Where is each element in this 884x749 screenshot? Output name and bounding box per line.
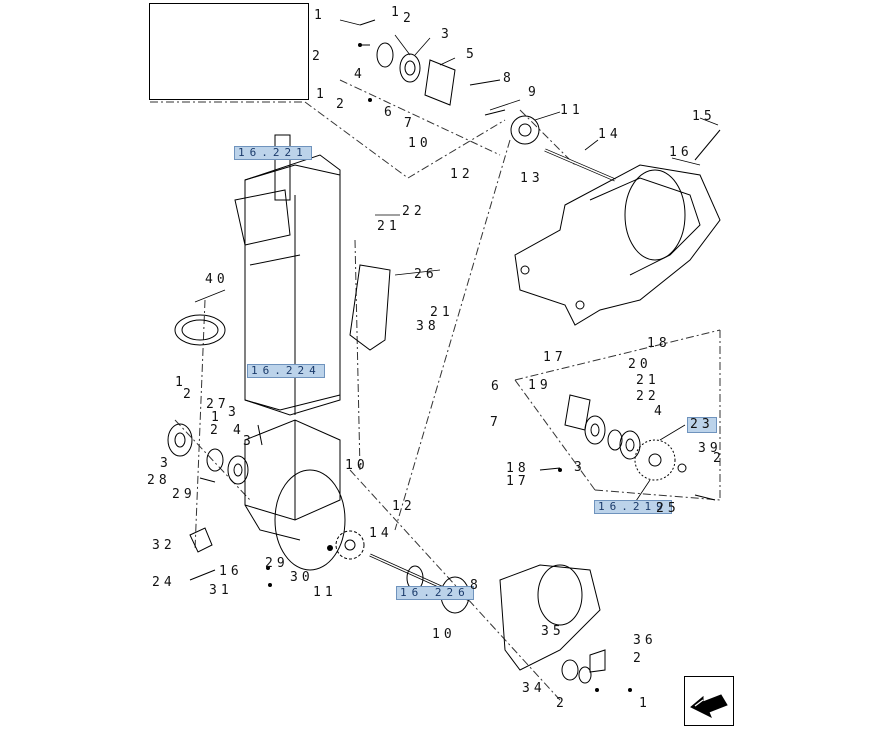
part-label-24: 24 [152,575,176,590]
navigation-button[interactable] [684,676,734,726]
part-label-32: 32 [152,538,176,553]
arrow-nav-icon [690,694,728,719]
part-label-10: 10 [408,136,432,151]
part-label-16: 16 [219,564,243,579]
part-label-2: 2 [336,97,348,112]
part-label-2: 2 [403,11,415,26]
part-label-3: 3 [441,27,453,42]
part-label-22: 22 [636,389,660,404]
part-label-1: 1 [391,5,403,20]
part-label-18: 18 [647,336,671,351]
part-label-28: 28 [147,473,171,488]
part-label-21: 21 [430,305,454,320]
part-label-12: 12 [450,167,474,182]
part-label-7: 7 [490,415,502,430]
part-label-2: 2 [633,651,645,666]
part-label-3: 3 [228,405,240,420]
part-label-30: 30 [290,570,314,585]
reference-link-16219[interactable]: 16.219 [594,500,672,514]
part-label-38: 39 [698,441,722,456]
reference-link-16226[interactable]: 16.226 [396,586,474,600]
part-label-29: 29 [265,556,289,571]
part-label-4: 4 [233,423,245,438]
part-label-36: 36 [633,633,657,648]
reference-link-16221[interactable]: 16.221 [234,146,312,160]
part-label-8: 8 [503,71,515,86]
part-label-23-highlighted[interactable]: 23 [687,417,717,433]
part-label-37: 38 [416,319,440,334]
part-label-10: 10 [432,627,456,642]
part-label-2: 2 [210,423,222,438]
part-label-21: 21 [636,373,660,388]
part-label-21: 21 [377,219,401,234]
part-label-4: 4 [654,404,666,419]
part-label-2: 2 [556,696,568,711]
part-label-9: 9 [528,85,540,100]
part-label-39: 40 [205,272,229,287]
part-label-7: 7 [404,116,416,131]
part-label-10: 10 [345,458,369,473]
part-label-16: 16 [669,145,693,160]
part-label-15: 15 [692,109,716,124]
part-label-3: 3 [243,434,255,449]
part-label-20: 20 [628,357,652,372]
part-label-19: 19 [528,378,552,393]
part-label-29: 29 [172,487,196,502]
part-label-8: 8 [470,578,482,593]
part-label-1: 1 [314,8,326,23]
part-label-1: 1 [211,410,223,425]
part-label-1: 1 [175,375,187,390]
part-label-3: 3 [160,456,172,471]
part-label-17: 17 [543,350,567,365]
part-label-5: 5 [466,47,478,62]
part-label-12: 12 [392,499,416,514]
part-label-1: 1 [316,87,328,102]
part-label-4: 4 [354,67,366,82]
part-label-22: 22 [402,204,426,219]
part-label-13: 13 [520,171,544,186]
part-label-11: 11 [313,585,337,600]
part-label-6: 6 [384,105,396,120]
title-block [149,3,309,100]
part-label-2: 2 [312,49,324,64]
part-label-11: 11 [560,103,584,118]
part-label-26: 26 [414,267,438,282]
part-label-31: 31 [209,583,233,598]
part-label-14: 14 [369,526,393,541]
part-label-17: 17 [506,474,530,489]
part-label-27: 27 [206,397,230,412]
part-label-2: 2 [713,451,725,466]
part-label-14: 14 [598,127,622,142]
part-label-34: 34 [522,681,546,696]
reference-link-16224[interactable]: 16.224 [247,364,325,378]
part-label-2: 2 [183,387,195,402]
part-label-18: 18 [506,461,530,476]
part-label-1: 1 [639,696,651,711]
part-label-25: 25 [656,501,680,516]
part-label-3: 3 [574,460,586,475]
part-label-35: 35 [541,624,565,639]
part-label-6: 6 [491,379,503,394]
